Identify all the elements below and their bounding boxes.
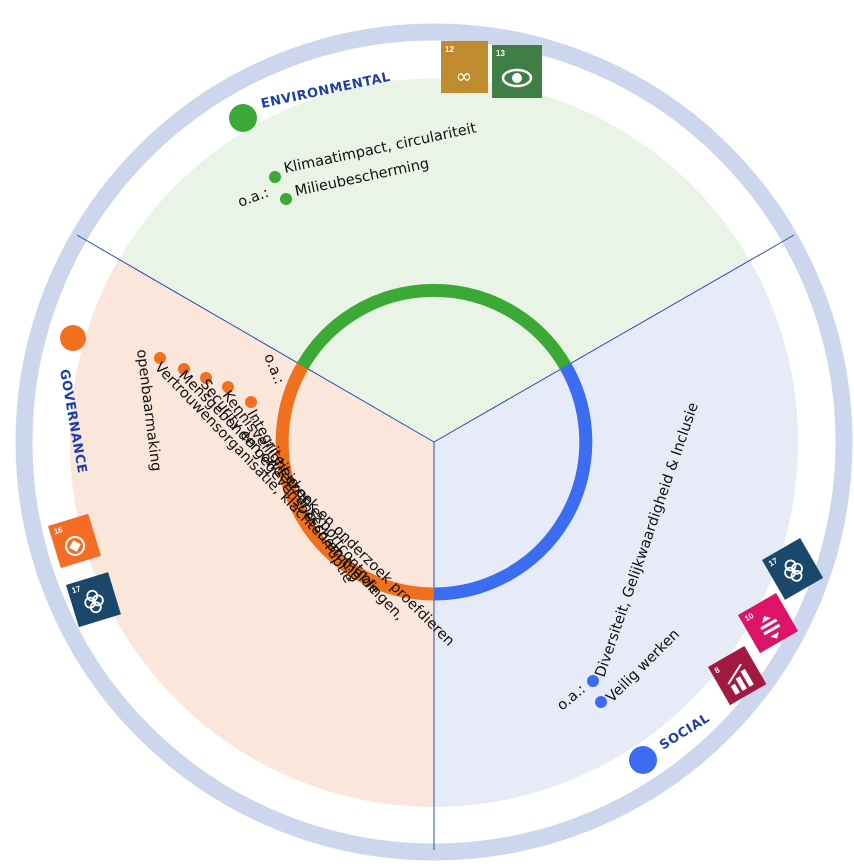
sector-backgrounds	[69, 78, 799, 807]
environmental-bullet-2	[280, 193, 292, 205]
sdg-17-icon-right: 17	[762, 538, 824, 600]
sdg-16-icon: 16	[48, 513, 102, 569]
sdg-8-icon: 8	[708, 646, 767, 706]
governance-bullet-5	[154, 352, 166, 364]
social-dot	[629, 746, 657, 774]
environmental-dot	[229, 104, 257, 132]
governance-bullet-1	[245, 396, 257, 408]
environmental-sector-bg	[119, 78, 749, 442]
governance-sector-bg	[69, 259, 434, 807]
svg-text:8: 8	[713, 665, 722, 675]
governance-bullet-4	[178, 363, 190, 375]
svg-text:17: 17	[71, 584, 83, 595]
governance-dot	[60, 325, 86, 351]
environmental-bullet-1	[269, 171, 281, 183]
svg-text:∞: ∞	[456, 64, 473, 88]
center-ring-environmental	[296, 283, 572, 370]
center-ring-social	[433, 362, 593, 601]
sdg-10-icon: 10	[738, 593, 799, 654]
social-sector-bg	[434, 259, 799, 807]
social-bullet-2	[595, 696, 607, 708]
governance-bullet-3	[200, 372, 212, 384]
social-bullet-1	[587, 675, 599, 687]
center-ring-governance	[275, 362, 435, 601]
svg-text:13: 13	[496, 49, 505, 58]
sdg-12-icon: 12 ∞	[441, 41, 488, 93]
governance-bullet-2	[222, 381, 234, 393]
divider-line-left	[76, 234, 435, 443]
sdg-13-icon: 13	[492, 45, 542, 98]
svg-text:16: 16	[53, 525, 65, 536]
svg-text:12: 12	[445, 45, 454, 54]
sdg-17-icon-left: 17	[66, 572, 121, 628]
divider-line-right	[433, 234, 795, 443]
